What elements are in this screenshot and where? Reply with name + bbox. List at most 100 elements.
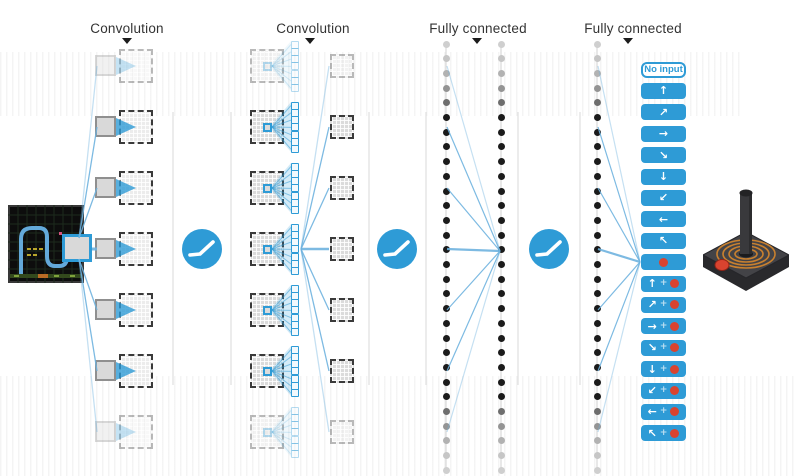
plus-sign: + — [659, 427, 668, 438]
fc-dot — [497, 334, 505, 342]
direction-arrow-icon: ↘ — [658, 148, 669, 162]
conv1-filter-patch — [95, 116, 116, 137]
conv2-filter-cell — [291, 421, 299, 430]
conv1-filter-patch — [95, 55, 116, 76]
fc-dot — [497, 187, 505, 195]
fc-dot — [593, 246, 601, 254]
fc-dot — [593, 305, 601, 313]
conv2-filter-patch — [263, 427, 272, 437]
fc-dot — [497, 216, 505, 224]
action-button-right: → — [641, 125, 686, 142]
fc-dot — [593, 349, 601, 357]
label-convolution-2: Convolution — [276, 21, 350, 36]
joystick-base-side — [703, 255, 789, 291]
fire-button-icon — [670, 407, 680, 417]
conv2-filter-cell — [291, 206, 299, 215]
fc-dot — [442, 128, 450, 136]
plus-sign: + — [659, 299, 668, 310]
arrow-down-marker — [122, 38, 132, 44]
fc-dot — [442, 408, 450, 415]
fc-dot — [442, 378, 450, 386]
fc-dot — [442, 202, 450, 210]
fc-dot — [442, 69, 450, 77]
direction-arrow-icon: ↘ — [647, 341, 657, 355]
fc-dot — [442, 393, 450, 401]
direction-arrow-icon: ← — [647, 405, 657, 419]
fc-dot — [497, 261, 505, 268]
fc-dot — [497, 231, 505, 239]
fc-dot — [442, 466, 450, 474]
game-track-path — [19, 226, 69, 278]
conv1-feature-map — [119, 171, 153, 205]
fc-dot — [593, 422, 601, 430]
fc-dot — [442, 99, 450, 107]
fc-dot — [593, 363, 601, 371]
fc-dot — [593, 172, 601, 180]
fc-dot — [442, 143, 450, 151]
fc-dot — [497, 408, 505, 415]
fc-dot — [442, 334, 450, 342]
direction-arrow-icon: ↙ — [658, 191, 669, 205]
action-button-no-input: No input — [641, 61, 686, 78]
conv2-output-map — [330, 298, 354, 322]
fc-dot — [593, 187, 601, 195]
fc-dot — [497, 84, 505, 92]
fc-dot — [442, 319, 450, 327]
direction-arrow-icon: ↓ — [647, 362, 657, 376]
fc-dot — [593, 378, 601, 386]
fc-dot — [593, 99, 601, 107]
conv1-filter-patch — [95, 238, 116, 259]
arrow-down-marker — [305, 38, 315, 44]
fc-dot — [497, 452, 505, 460]
relu-activation-icon — [377, 229, 417, 269]
fc-dot — [593, 216, 601, 224]
conv2-output-map — [330, 420, 354, 444]
conv2-filter-patch — [263, 244, 272, 254]
conv1-filter-patch — [95, 177, 116, 198]
fire-button-icon — [670, 364, 680, 374]
fc-dot — [497, 290, 505, 298]
fc-dot — [442, 349, 450, 357]
fc-dot — [442, 55, 450, 63]
fc-dot — [442, 216, 450, 224]
conv1-feature-map — [119, 415, 153, 449]
fc-dot — [593, 114, 601, 121]
fc-dot — [442, 290, 450, 298]
fc-dot — [497, 172, 505, 180]
direction-arrow-icon: → — [647, 319, 657, 333]
conv2-filter-cell — [291, 450, 299, 459]
arrow-down-marker — [623, 38, 633, 44]
fc-dot — [497, 143, 505, 151]
fc-dot — [497, 114, 505, 121]
conv2-filter-cell — [291, 47, 299, 56]
label-fully-connected-2: Fully connected — [584, 21, 682, 36]
conv2-output-map — [330, 54, 354, 78]
plus-sign: + — [659, 385, 668, 395]
plus-sign: + — [659, 342, 668, 353]
action-button-left-fire: ←+ — [641, 403, 686, 420]
fc-dot — [497, 99, 505, 107]
fc-dot — [593, 393, 601, 401]
conv2-filter-cell — [291, 55, 299, 64]
relu-activation-icon — [529, 229, 569, 269]
conv2-output-map — [330, 176, 354, 200]
fire-button-icon — [670, 321, 680, 331]
fc-dot — [593, 40, 601, 48]
conv2-filter-patch — [263, 61, 272, 71]
conv2-feature-map — [250, 49, 284, 83]
fc-dot — [442, 261, 450, 268]
conv2-filter-cell — [291, 62, 299, 71]
fire-button-icon — [670, 300, 680, 310]
joystick-stick-cap — [739, 189, 753, 197]
direction-arrow-icon: ↑ — [658, 84, 669, 98]
conv1-feature-map — [119, 354, 153, 388]
fc-dot — [497, 69, 505, 77]
conv2-filter-cell — [291, 145, 299, 154]
input-patch-highlight — [62, 234, 92, 262]
action-button-down-fire: ↓+ — [641, 361, 686, 378]
conv2-filter-cell — [291, 406, 299, 415]
label-convolution-1: Convolution — [90, 21, 164, 36]
conv2-filter-cell — [291, 389, 299, 398]
fc-dot — [593, 334, 601, 342]
